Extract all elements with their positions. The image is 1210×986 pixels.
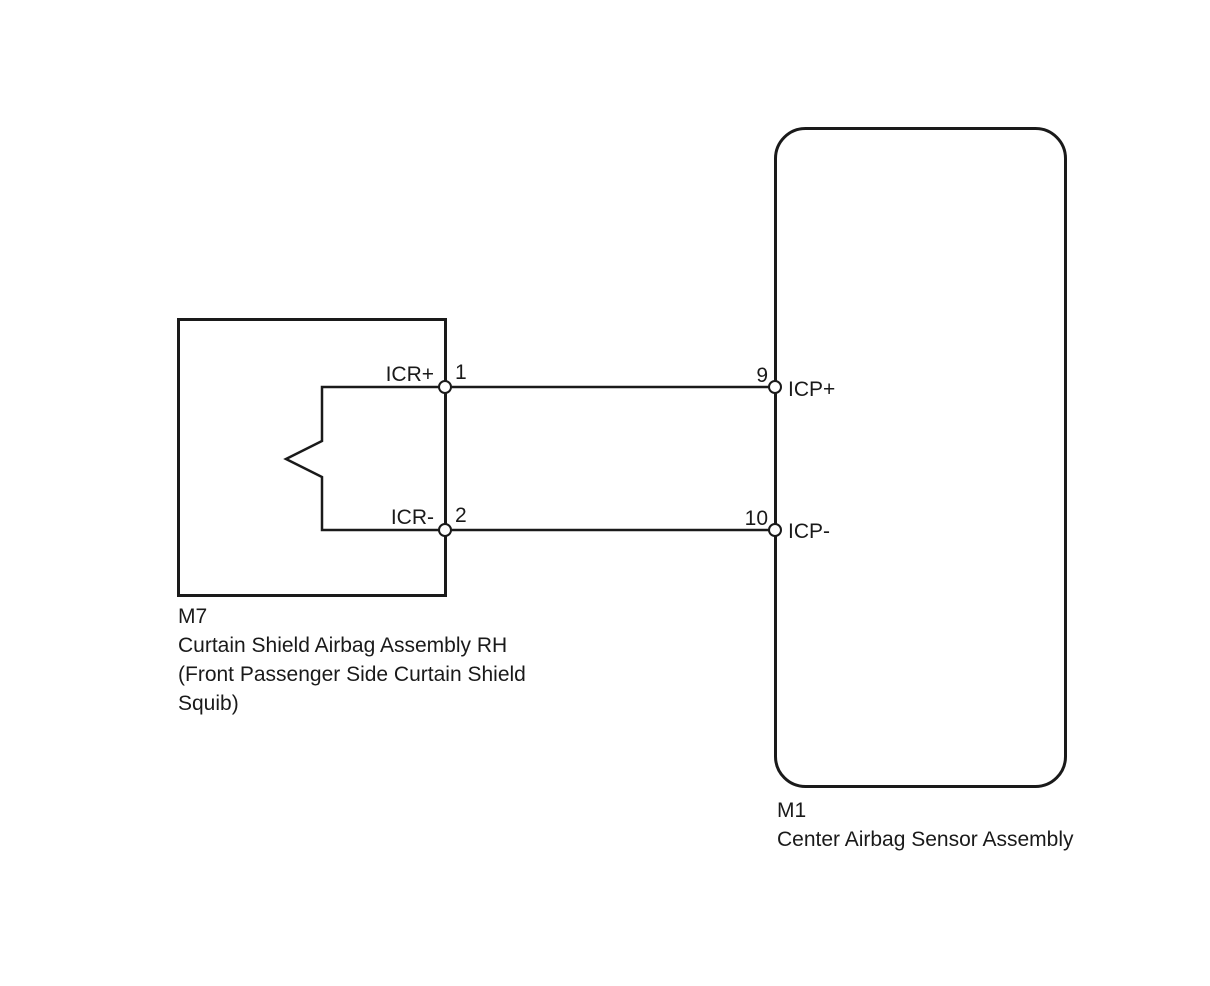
m1-name: Center Airbag Sensor Assembly xyxy=(777,828,1074,851)
m7-component-box xyxy=(177,318,447,597)
m7-caption: M7 Curtain Shield Airbag Assembly RH (Fr… xyxy=(178,602,526,718)
m7-description-line-1: (Front Passenger Side Curtain Shield xyxy=(178,663,526,686)
m7-pin-2-signal-label: ICR- xyxy=(390,506,434,529)
m1-pin-10-number-label: 10 xyxy=(744,507,768,530)
m1-component-box xyxy=(774,127,1067,788)
m1-code: M1 xyxy=(777,799,807,822)
m7-pin-2-number-label: 2 xyxy=(455,504,467,527)
m1-pin-9-number-label: 9 xyxy=(756,364,768,387)
m7-description-line-2: Squib) xyxy=(178,692,239,715)
m7-pin-2-terminal xyxy=(438,523,452,537)
m7-name: Curtain Shield Airbag Assembly RH xyxy=(178,634,508,657)
squib-element xyxy=(283,385,445,532)
m7-code: M7 xyxy=(178,605,208,628)
m1-pin-9-terminal xyxy=(768,380,782,394)
m7-pin-1-number-label: 1 xyxy=(455,361,467,384)
m7-pin-1-terminal xyxy=(438,380,452,394)
m1-caption: M1 Center Airbag Sensor Assembly xyxy=(777,796,1073,854)
m1-pin-10-signal-label: ICP- xyxy=(788,520,830,543)
m1-pin-9-signal-label: ICP+ xyxy=(788,378,836,401)
m7-pin-1-signal-label: ICR+ xyxy=(385,363,434,386)
m1-pin-10-terminal xyxy=(768,523,782,537)
